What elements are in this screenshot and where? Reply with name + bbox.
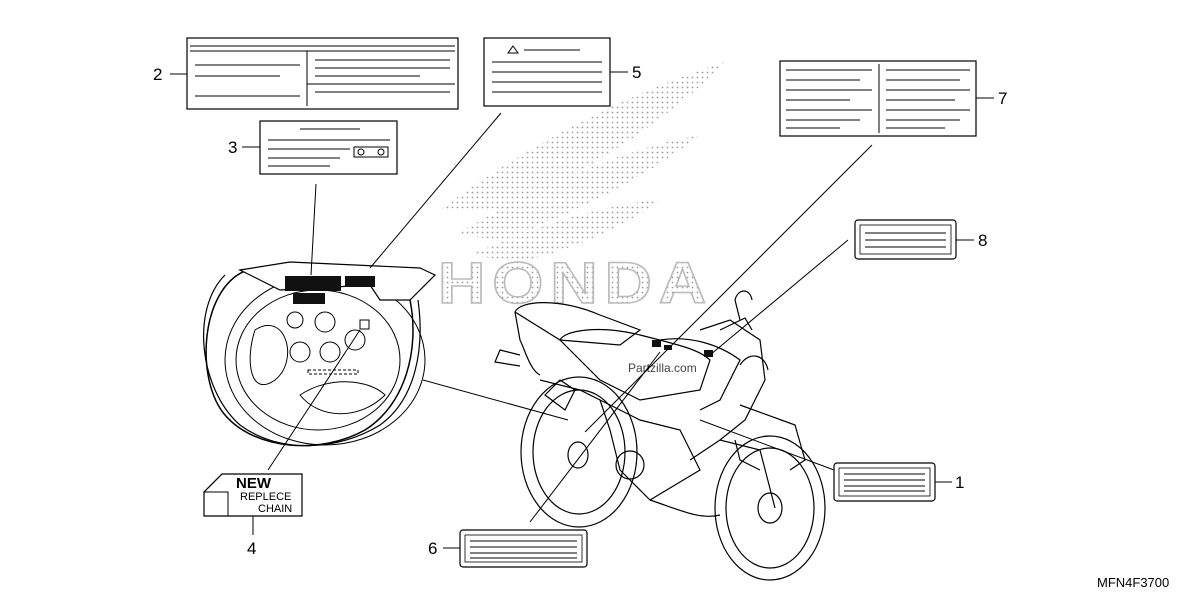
label-6 [459, 529, 588, 568]
label-8 [854, 219, 957, 260]
motorcycle-illustration [494, 290, 826, 581]
rear-wheel-closeup [203, 261, 437, 447]
label-7 [779, 60, 977, 137]
label-5 [483, 37, 611, 107]
callout-6: 6 [428, 539, 437, 558]
callout-2: 2 [153, 65, 162, 84]
label-1 [833, 462, 936, 502]
honda-wing-watermark [440, 62, 725, 262]
honda-brand-watermark: HONDA [438, 251, 713, 316]
callout-8: 8 [978, 231, 987, 250]
callout-5: 5 [632, 63, 641, 82]
chain-label-new: NEW [236, 475, 272, 492]
chain-label-chain: CHAIN [258, 503, 292, 515]
chain-label-replece: REPLECE [240, 491, 291, 503]
callout-7: 7 [998, 89, 1007, 108]
label-3 [259, 120, 398, 175]
diagram-code: MFN4F3700 [1097, 575, 1169, 590]
label-4-chain: NEW REPLECE CHAIN [202, 473, 303, 517]
callout-3: 3 [228, 138, 237, 157]
callout-4: 4 [247, 539, 256, 558]
callout-1: 1 [955, 473, 964, 492]
partzilla-watermark: Partzilla.com [628, 361, 697, 375]
leader-lines [267, 112, 873, 523]
label-2 [186, 37, 459, 110]
